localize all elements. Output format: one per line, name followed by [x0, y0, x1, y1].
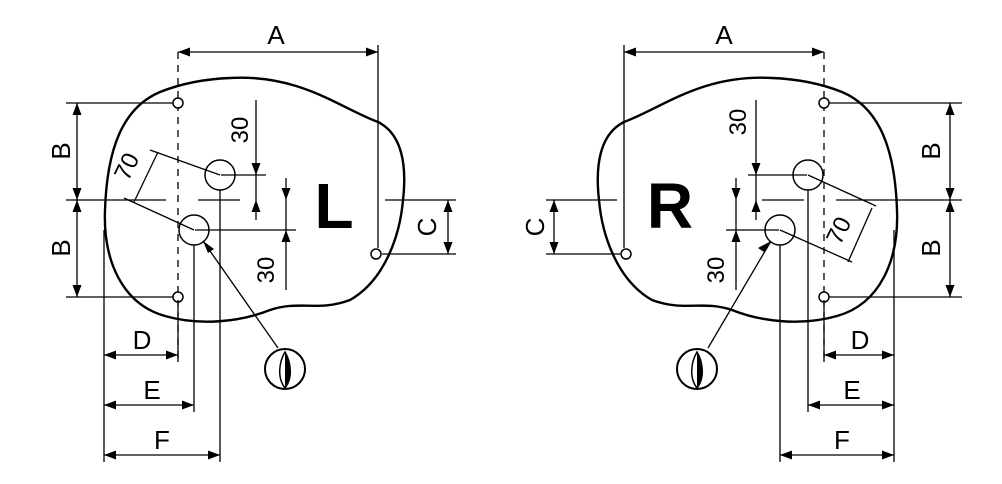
left-template: B B A C 30 30 70: [46, 20, 456, 462]
left-measure-30-bottom: 30: [253, 257, 280, 284]
right-knob-leader: [707, 240, 772, 349]
right-70-ext-b: [779, 229, 853, 263]
right-measure-70: 70: [821, 213, 857, 249]
right-dim-e: E: [843, 375, 860, 405]
right-dim-d: D: [851, 325, 870, 355]
left-measure-70: 70: [109, 149, 145, 185]
left-70-dimline: [133, 151, 159, 203]
right-template-outline: [596, 76, 899, 323]
right-70-dimline: [847, 207, 873, 263]
left-hole-side: [370, 248, 382, 260]
left-dim-f: F: [154, 425, 170, 455]
right-measure-30-bottom: 30: [703, 257, 730, 284]
right-70-ext-a: [807, 174, 877, 207]
left-dim-d: D: [133, 325, 152, 355]
left-measure-30-top: 30: [227, 117, 254, 144]
left-70-ext-a: [149, 149, 221, 176]
left-dim-b1: B: [46, 142, 76, 159]
left-dim-b2: B: [46, 239, 76, 256]
left-dim-c: C: [412, 218, 442, 237]
right-dim-f: F: [834, 425, 850, 455]
left-70-ext-b: [123, 197, 195, 231]
right-hole-top: [818, 97, 830, 109]
left-knob-leader: [202, 240, 279, 349]
right-hole-side: [620, 248, 632, 260]
right-dim-c: C: [520, 218, 550, 237]
left-template-outline: [103, 76, 406, 323]
right-measure-30-top: 30: [725, 109, 752, 136]
right-template: B B A C 30 30 70: [520, 20, 962, 462]
left-dim-a: A: [267, 20, 285, 50]
left-side-label: L: [314, 170, 353, 242]
right-side-label: R: [647, 170, 693, 242]
knob-icon: [264, 348, 306, 390]
left-hole-top: [172, 97, 184, 109]
knob-icon: [676, 348, 718, 390]
left-dim-e: E: [143, 375, 160, 405]
right-dim-b1: B: [916, 142, 946, 159]
right-dim-a: A: [715, 20, 733, 50]
right-dim-b2: B: [916, 239, 946, 256]
